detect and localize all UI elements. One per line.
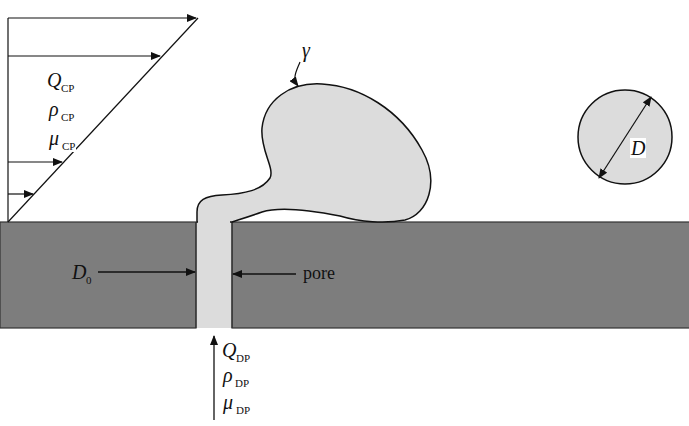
tension-label: γ: [302, 40, 310, 60]
pore-diameter-label: D: [72, 262, 86, 282]
symbol-label: ρ: [48, 99, 60, 119]
subscript-label: DP: [236, 353, 250, 364]
subscript-label: CP: [61, 141, 76, 152]
subscript-label: 0: [86, 275, 92, 286]
symbol-label: Q: [222, 340, 236, 360]
subscript-label: DP: [236, 405, 250, 416]
symbol-label: μ: [48, 128, 60, 148]
subscript-label: CP: [60, 112, 75, 123]
subscript-label: DP: [235, 378, 249, 389]
subscript-label: CP: [60, 83, 75, 94]
diameter-label: D: [630, 138, 646, 158]
symbol-label: ρ: [223, 365, 233, 385]
pore-label: pore: [303, 264, 335, 282]
symbol-label: μ: [223, 392, 233, 412]
